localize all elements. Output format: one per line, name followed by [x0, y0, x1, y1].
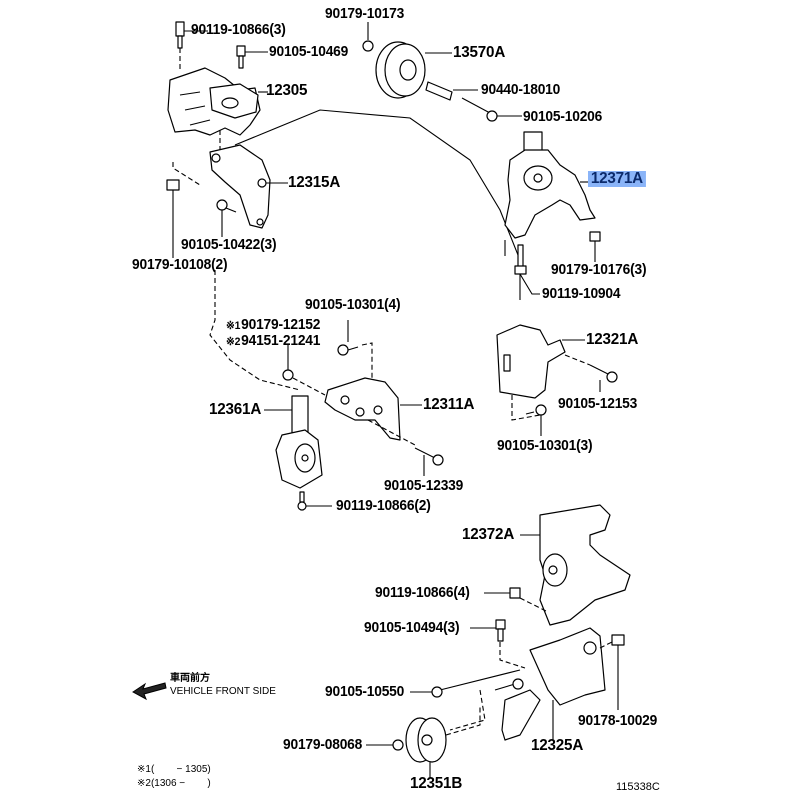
label-90178-10029[interactable]: 90178-10029 [578, 713, 658, 729]
nut-90179-10176-3 [589, 231, 601, 262]
footnote-1-mark: ※1 [137, 764, 151, 775]
label-90105-10301-4[interactable]: 90105-10301(4) [305, 297, 401, 313]
nut-90179-08068 [366, 739, 404, 751]
bolt-90105-12153 [589, 364, 618, 392]
label-90105-10550[interactable]: 90105-10550 [325, 684, 405, 700]
bolt-90105-10494-3 [470, 619, 526, 669]
label-90119-10904[interactable]: 90119-10904 [542, 286, 621, 302]
part-12311A-bracket [324, 377, 422, 441]
nut-90178-10029 [599, 634, 625, 710]
bolt-90105-10422-3 [216, 199, 237, 237]
part-12321A-bracket [496, 324, 585, 399]
label-90179-10108-2[interactable]: 90179-10108(2) [132, 257, 228, 273]
part-12361A-mount [264, 395, 323, 489]
bolt-90119-10866-2 [297, 491, 332, 511]
label-12372A[interactable]: 12372A [462, 526, 515, 543]
label-12351B[interactable]: 12351B [410, 775, 463, 792]
part-12371A-mount [504, 131, 596, 239]
bolt-90105-10301-3 [525, 404, 547, 436]
bolt-90105-10206 [461, 97, 522, 122]
part-12372A-mount [520, 504, 631, 626]
bolt-90119-10904 [514, 244, 540, 295]
bolt-90105-10550 [410, 669, 521, 731]
label-90105-10469[interactable]: 90105-10469 [269, 44, 349, 60]
label-12315A[interactable]: 12315A [288, 174, 341, 191]
label-12371A-highlighted[interactable]: 12371A [588, 171, 646, 187]
guide-12315A [172, 162, 201, 186]
label-90119-10866-3[interactable]: 90119-10866(3) [191, 22, 286, 38]
part-13570A-pulley [375, 41, 452, 99]
bolt-90105-10469 [236, 45, 268, 69]
label-94151-21241-text: 94151-21241 [241, 333, 321, 349]
footnote-mark-1: ※1 [226, 320, 241, 332]
label-90179-10173[interactable]: 90179-10173 [325, 6, 405, 22]
label-12311A[interactable]: 12311A [423, 396, 475, 413]
label-13570A[interactable]: 13570A [453, 44, 506, 61]
label-12361A[interactable]: 12361A [209, 401, 262, 418]
nut-90179-10173 [362, 22, 374, 52]
label-12325A[interactable]: 12325A [531, 737, 584, 754]
bolt-90119-10866-3 [175, 21, 208, 70]
footnote-1: ※1( − 1305) [137, 764, 211, 776]
footnote-2-text: (1306 − ) [150, 778, 211, 789]
part-12351B-roller [405, 705, 481, 778]
label-90105-10422-3[interactable]: 90105-10422(3) [181, 237, 277, 253]
label-90105-10301-3[interactable]: 90105-10301(3) [497, 438, 593, 454]
part-12325A-bracket [501, 627, 606, 741]
engine-outline-lower [209, 270, 301, 391]
footnote-1-text: ( − 1305) [150, 764, 211, 775]
nut-90179-12152 [282, 345, 326, 396]
label-90119-10866-4[interactable]: 90119-10866(4) [375, 585, 470, 601]
label-90179-08068[interactable]: 90179-08068 [283, 737, 363, 753]
label-90105-10206[interactable]: 90105-10206 [523, 109, 603, 125]
part-12305-mount [167, 67, 261, 136]
bolt-90105-12339 [414, 447, 444, 476]
label-12321A[interactable]: 12321A [586, 331, 639, 348]
label-90105-12153[interactable]: 90105-12153 [558, 396, 638, 412]
vehicle-front-label-jp: 車両前方 [170, 673, 210, 684]
guide-12321A [511, 395, 541, 421]
label-90440-18010[interactable]: 90440-18010 [481, 82, 561, 98]
engine-outline [234, 109, 521, 300]
label-90105-10494-3[interactable]: 90105-10494(3) [364, 620, 460, 636]
drawing-number: 115338C [616, 781, 660, 793]
part-12315A-bracket [209, 144, 288, 229]
nut-90179-10108-2 [166, 179, 180, 258]
footnote-2: ※2(1306 − ) [137, 778, 211, 790]
label-90179-12152[interactable]: ※190179-12152 [226, 317, 320, 334]
label-12305[interactable]: 12305 [266, 82, 308, 99]
footnote-2-mark: ※2 [137, 778, 151, 789]
label-90179-10176-3[interactable]: 90179-10176(3) [551, 262, 647, 278]
sleeve-90440-18010 [425, 81, 478, 101]
arrow-left-icon [132, 682, 167, 701]
label-90179-12152-text: 90179-12152 [241, 317, 321, 333]
label-90105-12339[interactable]: 90105-12339 [384, 478, 464, 494]
bolt-90119-10866-4 [484, 587, 549, 613]
label-94151-21241[interactable]: ※294151-21241 [226, 333, 320, 350]
label-90119-10866-2[interactable]: 90119-10866(2) [336, 498, 431, 514]
footnote-mark-2: ※2 [226, 336, 241, 348]
bolt-sleeve-12325A [494, 678, 524, 691]
vehicle-front-label-en: VEHICLE FRONT SIDE [170, 686, 276, 697]
bolt-90105-10301-4 [337, 320, 373, 395]
